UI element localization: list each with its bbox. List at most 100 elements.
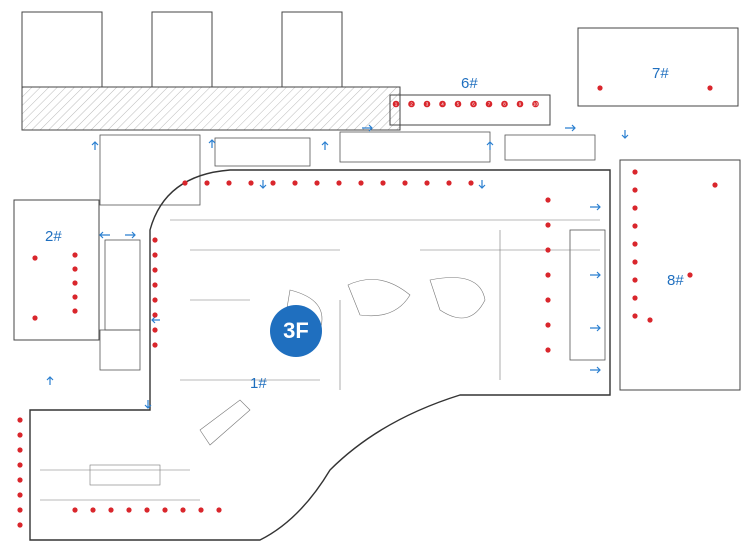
building-label-6: 6#	[461, 75, 478, 92]
building-6-outline	[389, 94, 551, 126]
unit-marker	[126, 507, 132, 513]
unit-marker	[270, 180, 276, 186]
unit-marker	[485, 100, 493, 108]
unit-marker	[632, 187, 638, 193]
flow-arrows	[46, 124, 629, 409]
unit-marker	[468, 180, 474, 186]
unit-marker	[152, 252, 158, 258]
unit-marker	[182, 180, 188, 186]
unit-marker	[408, 100, 415, 108]
unit-marker	[545, 247, 551, 253]
unit-marker	[446, 180, 452, 186]
unit-marker	[545, 322, 551, 328]
unit-marker	[423, 100, 431, 108]
unit-marker	[632, 259, 638, 265]
unit-marker	[72, 252, 78, 258]
unit-marker	[162, 507, 168, 513]
unit-marker	[501, 100, 508, 108]
hatched-corridor	[21, 86, 401, 131]
unit-marker	[707, 85, 713, 91]
unit-marker	[152, 282, 158, 288]
unit-marker	[72, 280, 78, 286]
unit-marker	[17, 492, 23, 498]
unit-number: 2	[410, 102, 413, 107]
unit-marker	[152, 312, 158, 318]
unit-marker	[545, 347, 551, 353]
interior-walls	[40, 219, 600, 501]
unit-marker	[314, 180, 320, 186]
unit-marker	[216, 507, 222, 513]
unit-number: 9	[519, 102, 522, 107]
unit-marker	[597, 85, 603, 91]
unit-number: 3	[426, 102, 429, 107]
unit-marker	[632, 205, 638, 211]
unit-number: 8	[503, 102, 506, 107]
unit-marker	[545, 222, 551, 228]
unit-marker	[90, 507, 96, 513]
building-label-8: 8#	[667, 272, 684, 289]
unit-marker	[358, 180, 364, 186]
unit-marker	[632, 169, 638, 175]
unit-marker	[17, 477, 23, 483]
unit-marker	[17, 462, 23, 468]
unit-marker	[712, 182, 718, 188]
unit-marker	[545, 297, 551, 303]
unit-marker	[687, 272, 693, 278]
unit-number: 7	[488, 102, 491, 107]
unit-marker	[180, 507, 186, 513]
building-label-2: 2#	[45, 228, 62, 245]
unit-marker	[454, 100, 462, 108]
unit-marker	[17, 417, 23, 423]
unit-marker	[152, 267, 158, 273]
unit-marker	[204, 180, 210, 186]
building-label-7: 7#	[652, 65, 669, 82]
unit-marker	[152, 327, 158, 333]
unit-marker	[108, 507, 114, 513]
unit-marker	[424, 180, 430, 186]
top-towers	[21, 11, 401, 131]
unit-number: 1	[395, 102, 398, 107]
building-label-1: 1#	[250, 375, 267, 392]
unit-marker	[226, 180, 232, 186]
unit-marker	[516, 100, 524, 108]
unit-marker	[17, 432, 23, 438]
unit-marker	[532, 100, 539, 108]
unit-marker	[72, 507, 78, 513]
mall-outline	[29, 169, 611, 541]
unit-number: 6	[472, 102, 475, 107]
unit-marker	[380, 180, 386, 186]
building-2-outline	[13, 199, 100, 341]
floor-badge: 3F	[270, 305, 322, 357]
unit-marker	[72, 294, 78, 300]
unit-marker	[17, 522, 23, 528]
unit-marker	[336, 180, 342, 186]
unit-number: 10	[533, 102, 539, 107]
unit-markers	[17, 85, 718, 528]
unit-marker	[632, 223, 638, 229]
unit-number: 5	[457, 102, 460, 107]
unit-number: 4	[441, 102, 444, 107]
unit-marker	[17, 447, 23, 453]
unit-marker	[470, 100, 477, 108]
unit-marker	[632, 241, 638, 247]
unit-marker	[402, 180, 408, 186]
unit-marker	[152, 297, 158, 303]
unit-marker	[545, 197, 551, 203]
unit-marker	[392, 100, 400, 108]
unit-marker	[545, 272, 551, 278]
building-7-outline	[577, 27, 739, 107]
unit-marker	[248, 180, 254, 186]
unit-marker	[632, 313, 638, 319]
unit-marker	[152, 342, 158, 348]
unit-marker	[198, 507, 204, 513]
unit-marker	[72, 266, 78, 272]
unit-marker	[32, 255, 38, 261]
unit-marker	[647, 317, 653, 323]
unit-marker	[17, 507, 23, 513]
unit-marker	[144, 507, 150, 513]
unit-marker	[632, 277, 638, 283]
unit-marker	[439, 100, 446, 108]
unit-marker	[632, 295, 638, 301]
